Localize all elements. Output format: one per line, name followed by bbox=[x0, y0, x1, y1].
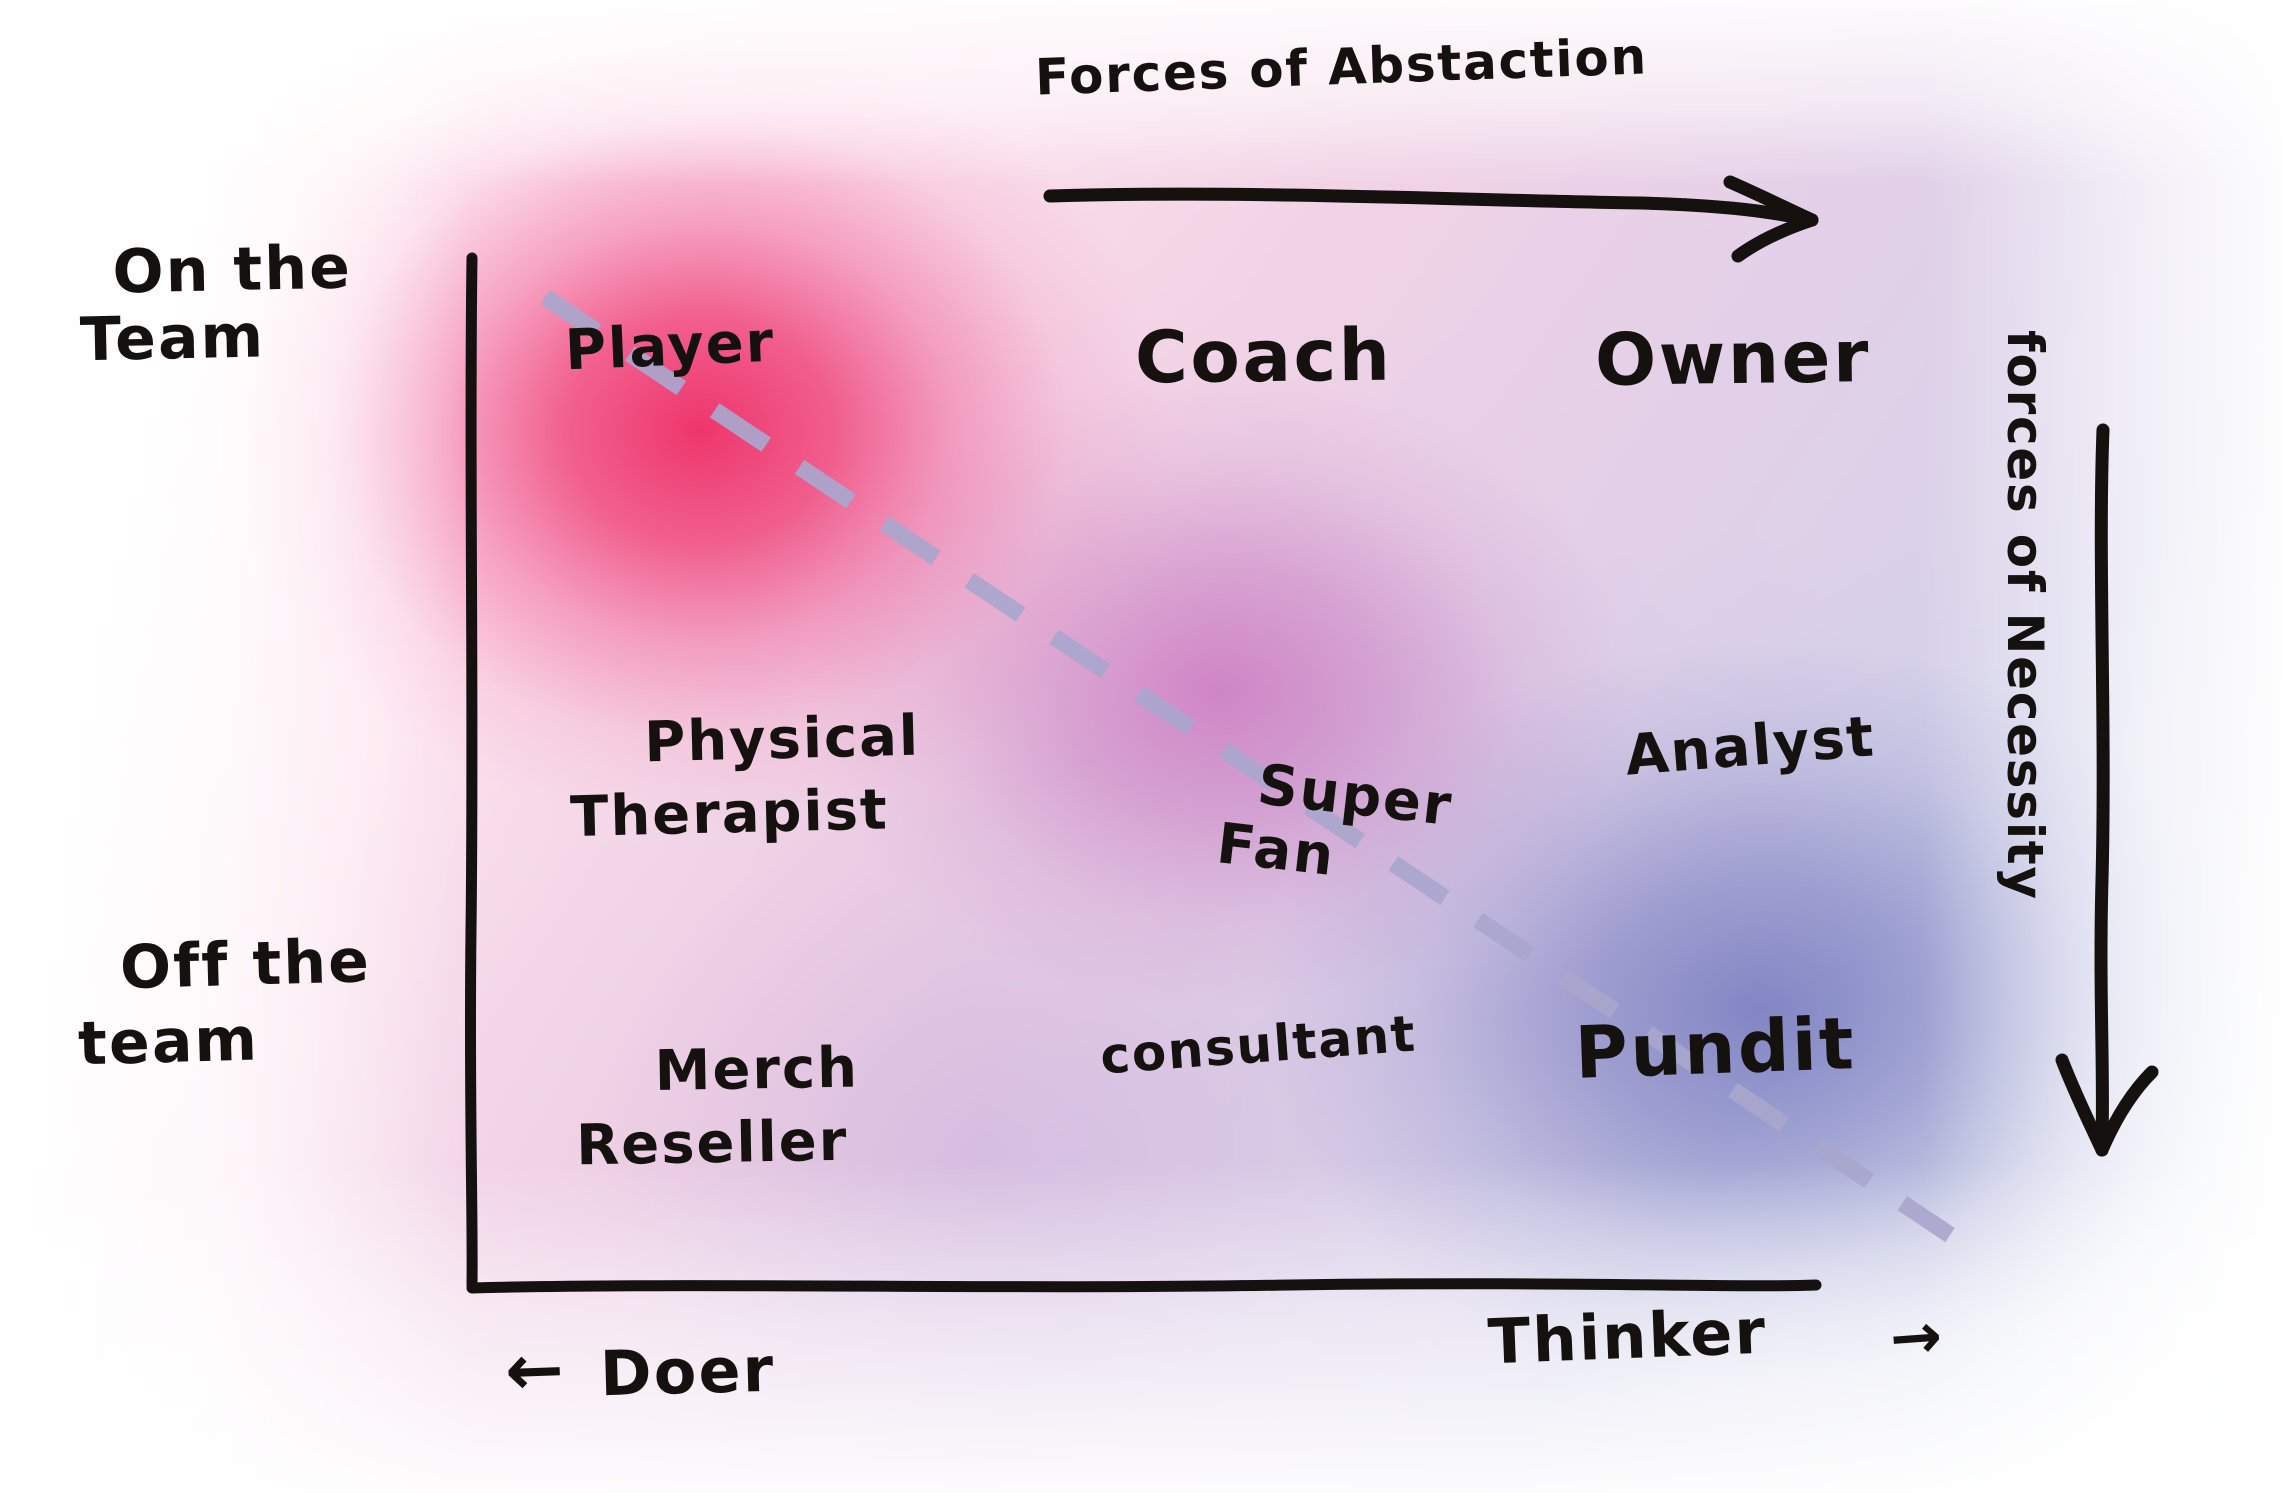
forces-of-necessity-label: forces of Necessity bbox=[1996, 330, 2054, 901]
y-axis-bottom-label-line2: team bbox=[77, 1004, 260, 1080]
cell-label-pundit: Pundit bbox=[1573, 1001, 1858, 1095]
cell-label-owner: Owner bbox=[1594, 314, 1872, 402]
cell-label-merch-reseller-line2: Reseller bbox=[575, 1108, 849, 1179]
cell-label-player: Player bbox=[563, 309, 777, 384]
right-arrow-icon: → bbox=[1887, 1298, 1947, 1375]
y-axis-bottom-label-line1: Off the bbox=[119, 926, 372, 1004]
x-axis-left-label: Doer bbox=[599, 1332, 777, 1411]
cell-label-coach: Coach bbox=[1134, 312, 1393, 400]
y-axis-top-label-line2: Team bbox=[79, 301, 266, 376]
cell-label-merch-reseller-line1: Merch bbox=[654, 1035, 860, 1105]
left-arrow-icon: ← bbox=[503, 1327, 568, 1413]
cell-label-physical-therapist-line2: Therapist bbox=[569, 777, 890, 851]
x-axis-right-label: Thinker bbox=[1486, 1294, 1769, 1379]
y-axis-top-label-line1: On the bbox=[111, 232, 353, 308]
cell-label-physical-therapist-line1: Physical bbox=[643, 703, 921, 776]
